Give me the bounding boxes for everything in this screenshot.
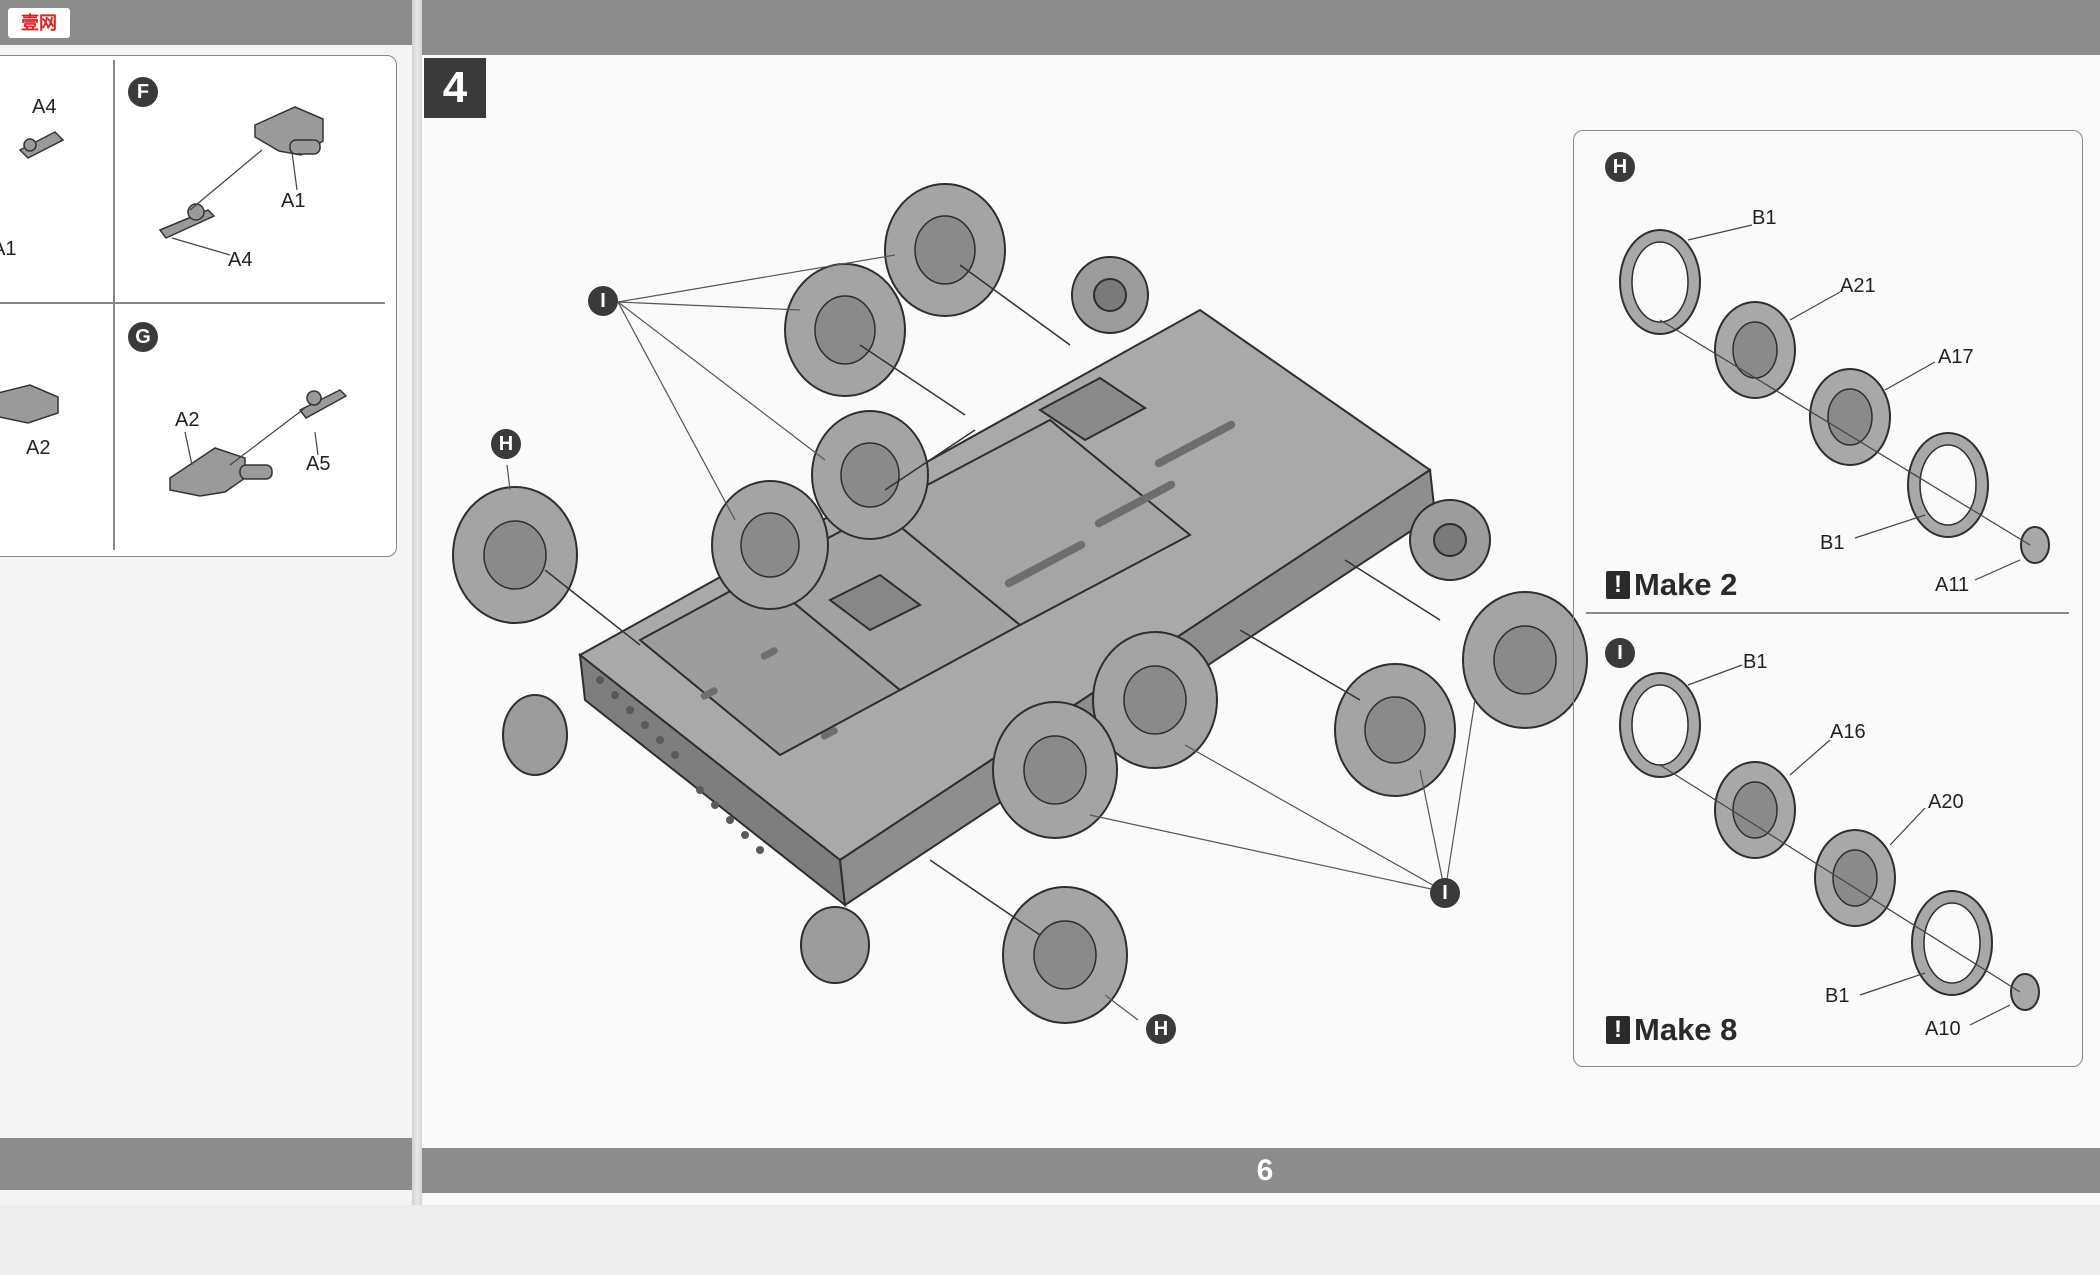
label-i-b1-bottom: B1 <box>1825 985 1850 1007</box>
label-h-a11: A11 <box>1935 574 1970 596</box>
make-quantity-i: ! Make 8 <box>1606 1012 1737 1048</box>
label-g-a5: A5 <box>306 453 331 475</box>
label-h-a21: A21 <box>1840 275 1876 297</box>
make-quantity-h: ! Make 2 <box>1606 567 1737 603</box>
warning-mark-icon: ! <box>1606 571 1630 599</box>
left-panel-divider-v <box>113 60 115 550</box>
label-h-b1-bottom: B1 <box>1820 532 1845 554</box>
wheel-assembly-panel <box>1573 130 2083 1067</box>
label-i-b1-top: B1 <box>1743 651 1768 673</box>
label-a4-partial: A4 <box>32 96 57 118</box>
label-a2-partial: A2 <box>26 437 51 459</box>
wheel-panel-divider <box>1586 612 2069 614</box>
callout-panel-h: H <box>1605 152 1635 182</box>
bottom-band-left <box>0 1138 412 1190</box>
callout-g: G <box>128 322 158 352</box>
warning-mark-icon: ! <box>1606 1016 1630 1044</box>
site-logo: 壹网 <box>8 8 70 38</box>
label-h-b1-top: B1 <box>1752 207 1777 229</box>
book-spine <box>412 0 422 1205</box>
page-number: 6 <box>1256 1154 1274 1187</box>
bottom-band-right <box>422 1148 2100 1193</box>
callout-i-top: I <box>588 286 618 316</box>
label-a1-partial: A1 <box>0 238 17 260</box>
step-number: 4 <box>424 58 486 118</box>
callout-h-left: H <box>491 429 521 459</box>
make-quantity-i-text: Make 8 <box>1634 1012 1738 1047</box>
left-panel-parts-drawing <box>0 106 348 497</box>
label-i-a10: A10 <box>1925 1018 1961 1040</box>
label-f-a1: A1 <box>281 190 306 212</box>
callout-panel-i: I <box>1605 638 1635 668</box>
label-f-a4: A4 <box>228 249 253 271</box>
label-h-a17: A17 <box>1938 346 1974 368</box>
label-i-a20: A20 <box>1928 791 1964 813</box>
label-g-a2: A2 <box>175 409 200 431</box>
callout-i-bottom: I <box>1430 878 1460 908</box>
callout-f: F <box>128 77 158 107</box>
label-i-a16: A16 <box>1830 721 1866 743</box>
top-band-right <box>422 0 2100 55</box>
left-panel-divider-h <box>0 302 385 304</box>
make-quantity-h-text: Make 2 <box>1634 567 1738 602</box>
callout-h-bottom: H <box>1146 1014 1176 1044</box>
